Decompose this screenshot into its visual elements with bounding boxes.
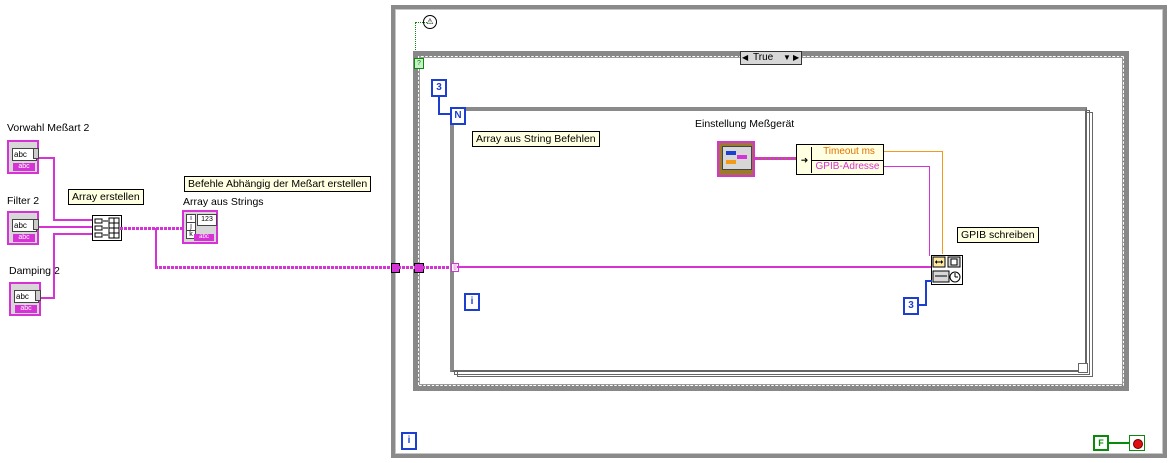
mode-wire-h[interactable]: [919, 304, 926, 306]
wire-filter[interactable]: [39, 226, 93, 228]
while-loop-inner: [395, 9, 1163, 454]
wire-damping-v[interactable]: [53, 234, 55, 299]
wire-array-down[interactable]: [155, 228, 157, 268]
wire-damping[interactable]: [41, 297, 55, 299]
case-next-icon[interactable]: ▶: [793, 53, 800, 62]
gpib-mode-const[interactable]: 3: [903, 297, 919, 315]
wire-to-gpib[interactable]: [457, 266, 932, 268]
build-array-node[interactable]: [92, 215, 122, 241]
damping-dropdown-icon[interactable]: [35, 290, 41, 301]
wire-damping-h2[interactable]: [53, 233, 93, 235]
wire-vorwahl[interactable]: [39, 157, 55, 159]
gpib-write-icon: [932, 256, 961, 283]
for-loop-resize-handle[interactable]: [1078, 363, 1088, 373]
build-array-icon: [94, 217, 120, 239]
array-type-display: 123: [197, 214, 217, 226]
instrument-cluster-control[interactable]: [717, 141, 755, 177]
unbundle-node[interactable]: ➜ Timeout ms GPIB-Adresse: [796, 144, 884, 175]
damping-text[interactable]: abc: [14, 290, 39, 303]
filter-text[interactable]: abc: [12, 219, 37, 232]
unbundle-address[interactable]: GPIB-Adresse: [815, 161, 880, 172]
wire-vorwahl-v[interactable]: [53, 157, 55, 220]
stop-icon: [1133, 439, 1143, 449]
filter-control[interactable]: abc abc: [7, 211, 39, 245]
instrument-cluster-icon: [722, 146, 752, 170]
wire-address-v[interactable]: [929, 166, 930, 256]
wire-timeout-h[interactable]: [884, 151, 943, 152]
unbundle-timeout[interactable]: Timeout ms: [823, 146, 875, 157]
wire-case-to-for[interactable]: [422, 266, 452, 269]
wire-array-main[interactable]: [155, 266, 395, 269]
green-dotted-wire-v[interactable]: [415, 22, 416, 60]
for-comment: Array aus String Befehlen: [472, 131, 600, 147]
while-iteration-terminal: i: [401, 432, 417, 450]
wire-array-out[interactable]: [120, 227, 182, 230]
stop-wire[interactable]: [1109, 442, 1129, 444]
damping-type-tag: abc: [15, 305, 37, 313]
wire-address-h[interactable]: [884, 166, 930, 167]
vorwahl-control[interactable]: abc abc: [7, 140, 39, 174]
stop-false-const[interactable]: F: [1093, 435, 1109, 451]
wire-timeout-v[interactable]: [942, 151, 943, 254]
wire-while-to-case[interactable]: [398, 266, 416, 269]
mode-wire-v[interactable]: [925, 280, 927, 306]
damping-control[interactable]: abc abc: [9, 282, 41, 316]
while-loop-frame[interactable]: [391, 5, 1167, 458]
array-type-tag: abc: [194, 234, 214, 241]
instrument-label: Einstellung Meßgerät: [695, 118, 795, 130]
array-erstellen-comment: Array erstellen: [68, 189, 144, 205]
damping-label: Damping 2: [9, 265, 60, 277]
stop-terminal[interactable]: [1129, 435, 1145, 451]
case-prev-icon[interactable]: ◀: [742, 53, 749, 62]
wire-vorwahl-h2[interactable]: [53, 219, 93, 221]
array-strings-label: Array aus Strings: [183, 196, 264, 208]
count-wire-v[interactable]: [438, 95, 440, 114]
case-selector[interactable]: ◀ True ▼ ▶: [740, 51, 802, 65]
for-iteration-terminal: i: [464, 293, 480, 311]
filter-dropdown-icon[interactable]: [33, 219, 39, 230]
filter-label: Filter 2: [7, 195, 40, 207]
case-selector-terminal[interactable]: ?: [414, 58, 424, 69]
case-selector-value: True: [753, 52, 774, 63]
vorwahl-label: Vorwahl Meßart 2: [7, 122, 90, 134]
filter-type-tag: abc: [13, 234, 35, 242]
count-wire-h[interactable]: [438, 113, 450, 115]
befehle-comment: Befehle Abhängig der Meßart erstellen: [184, 176, 372, 192]
green-dotted-wire-h[interactable]: [415, 22, 427, 23]
vorwahl-dropdown-icon[interactable]: [33, 148, 39, 159]
for-count-terminal[interactable]: N: [450, 107, 466, 125]
gpib-comment: GPIB schreiben: [957, 227, 1039, 243]
wire-cluster[interactable]: [755, 157, 797, 160]
gpib-write-node[interactable]: [931, 255, 963, 285]
vorwahl-type-tag: abc: [13, 163, 35, 171]
mode-wire-h2[interactable]: [925, 280, 932, 282]
unbundle-arrow-icon: ➜: [798, 147, 812, 173]
case-dropdown-icon[interactable]: ▼: [783, 53, 791, 62]
array-strings-indicator[interactable]: i j k 123 abc: [182, 210, 218, 244]
